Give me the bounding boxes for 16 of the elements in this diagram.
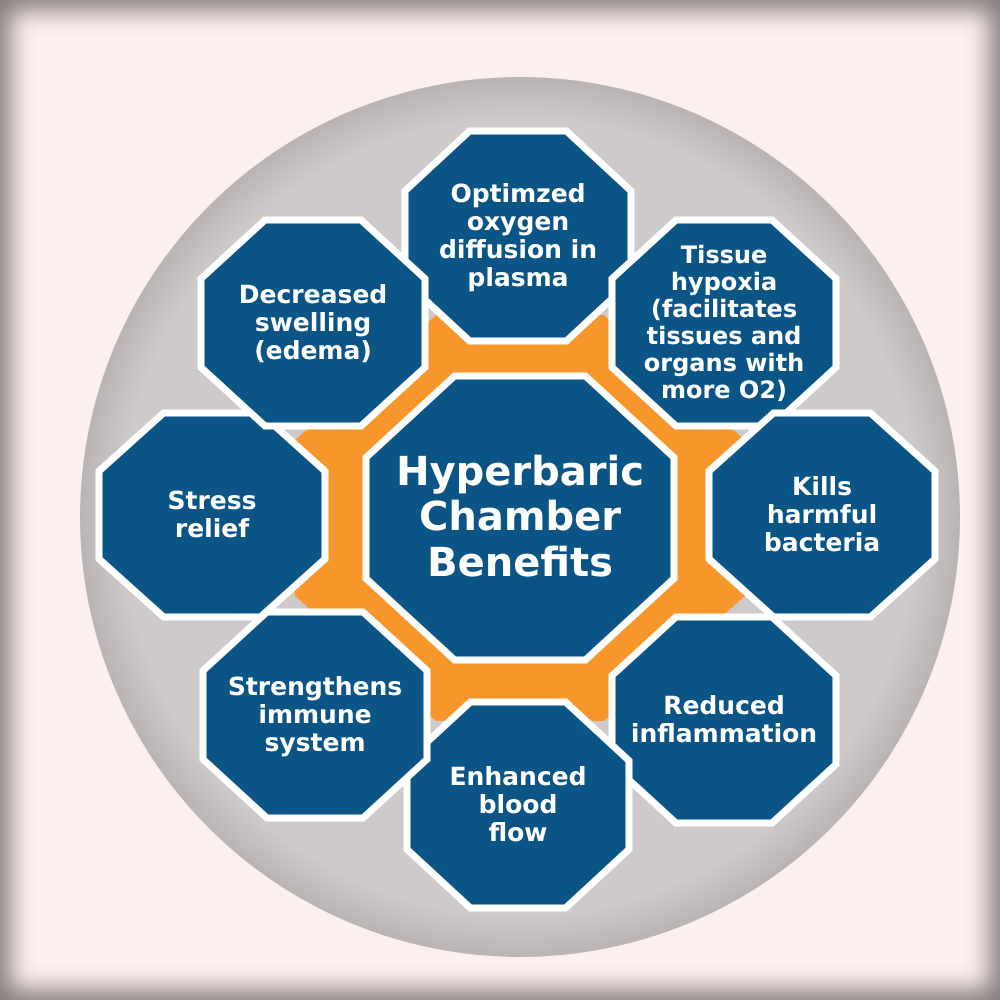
benefit-octagon <box>199 608 431 822</box>
benefit-octagon <box>608 613 840 827</box>
benefit-octagon <box>95 409 329 621</box>
benefit-label: Reduced inflammation <box>630 692 818 748</box>
benefit-label: Tissue hypoxia (facilitates tissues and organs with more O2) <box>642 242 806 404</box>
benefit-label: Kills harmful bacteria <box>764 472 880 558</box>
benefit-octagon <box>608 216 840 430</box>
benefit-label: Enhanced blood flow <box>449 762 586 848</box>
benefit-label: Optimzed oxygen diffusion in plasma <box>438 180 598 292</box>
benefit-octagon <box>197 216 429 430</box>
benefit-label: Stress relief <box>167 486 256 544</box>
benefit-octagon <box>705 409 939 621</box>
benefit-label: Strengthens immune system <box>228 672 402 758</box>
benefit-label: Decreased swelling (edema) <box>238 280 388 366</box>
hub-title: Hyperbaric Chamber Benefits <box>396 450 644 586</box>
benefit-octagon <box>403 698 633 912</box>
